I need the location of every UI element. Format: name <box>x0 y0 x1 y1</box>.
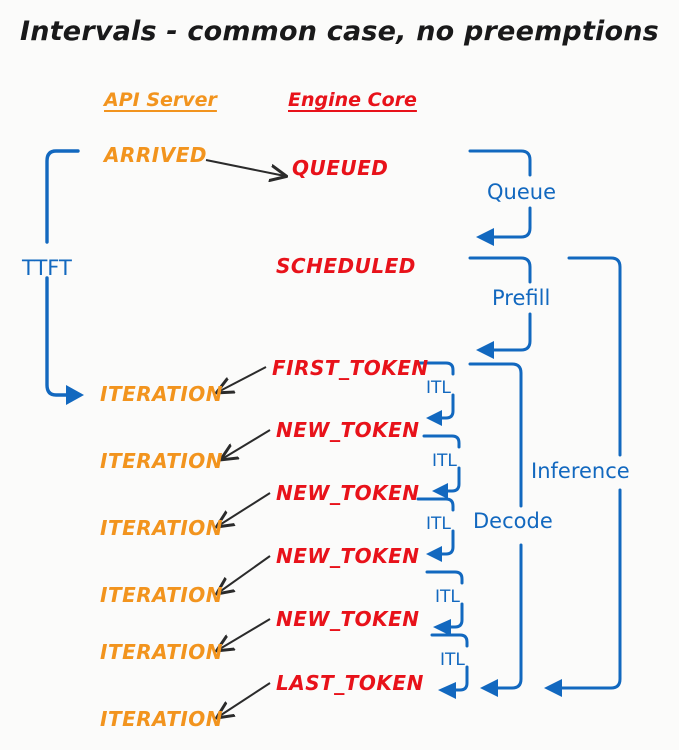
state-new-token: NEW_TOKEN <box>276 418 420 442</box>
state-last-token: LAST_TOKEN <box>276 671 424 695</box>
bracket-label-itl: ITL <box>432 451 457 471</box>
state-iteration: ITERATION <box>100 382 224 406</box>
bracket-label-decode: Decode <box>473 509 553 533</box>
state-new-token: NEW_TOKEN <box>276 607 420 631</box>
bracket-decode <box>468 362 523 697</box>
bracket-queue <box>468 149 532 246</box>
bracket-label-ttft: TTFT <box>22 256 72 280</box>
state-queued: QUEUED <box>292 156 389 180</box>
state-iteration: ITERATION <box>100 583 224 607</box>
state-iteration: ITERATION <box>100 449 224 473</box>
state-first-token: FIRST_TOKEN <box>272 356 429 380</box>
bracket-itl-1 <box>416 361 455 426</box>
column-header-api-server: API Server <box>104 89 217 111</box>
bracket-label-itl: ITL <box>426 378 451 398</box>
bracket-itl-5 <box>430 633 469 699</box>
bracket-itl-3 <box>416 497 455 562</box>
bracket-ttft <box>45 149 84 405</box>
page-title: Intervals - common case, no preemptions <box>20 16 659 47</box>
arrow-arrived-to-queued <box>205 159 285 176</box>
column-header-engine-core: Engine Core <box>288 89 417 111</box>
bracket-label-prefill: Prefill <box>492 286 551 310</box>
bracket-label-itl: ITL <box>440 650 465 670</box>
state-iteration: ITERATION <box>100 640 224 664</box>
bracket-itl-4 <box>425 570 464 636</box>
bracket-inference <box>544 256 622 697</box>
bracket-label-itl: ITL <box>435 587 460 607</box>
bracket-label-itl: ITL <box>426 514 451 534</box>
bracket-label-inference: Inference <box>531 459 630 483</box>
state-arrived: ARRIVED <box>104 143 207 167</box>
state-new-token: NEW_TOKEN <box>276 481 420 505</box>
bracket-label-queue: Queue <box>487 180 556 204</box>
state-iteration: ITERATION <box>100 516 224 540</box>
state-scheduled: SCHEDULED <box>276 254 416 278</box>
state-new-token: NEW_TOKEN <box>276 544 420 568</box>
state-iteration: ITERATION <box>100 707 224 731</box>
token-to-iteration-arrows <box>218 366 271 717</box>
bracket-itl-2 <box>422 434 461 499</box>
bracket-prefill <box>468 256 532 359</box>
